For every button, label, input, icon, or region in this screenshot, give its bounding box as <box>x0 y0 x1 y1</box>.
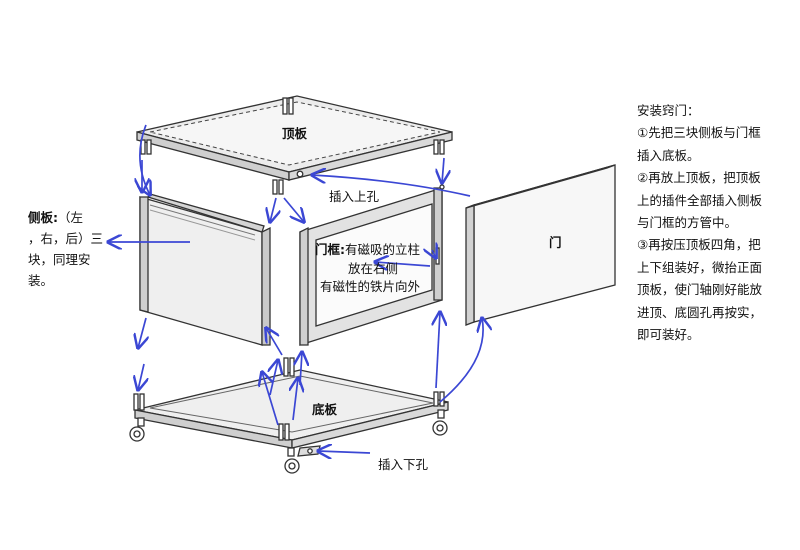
tips-line: 上的插件全部插入侧板 <box>637 192 763 208</box>
bottom-panel-label: 底板 <box>312 402 338 417</box>
tips-line: 顶板，使门轴刚好能放 <box>637 282 763 298</box>
assembly-arrows <box>108 124 483 453</box>
magnet-post-icon <box>435 247 440 265</box>
bottom-hole-icon <box>307 448 313 454</box>
side-note-line: 侧板:（左 <box>28 210 84 225</box>
bottom-panel <box>133 357 449 457</box>
insert-top-hole-label: 插入上孔 <box>329 189 380 204</box>
tips-line: ①先把三块侧板与门框 <box>637 125 761 141</box>
frame-note-line1: 门框:有磁吸的立柱 <box>315 240 420 259</box>
frame-note-line2: 放在右侧 <box>348 261 399 276</box>
side-panel-note: 侧板:（左 ，右，后）三 块，同理安 装。 <box>28 207 103 291</box>
tips-line: 插入底板。 <box>637 147 700 163</box>
side-note-line: 装。 <box>28 273 54 288</box>
top-panel-label: 顶板 <box>282 126 308 141</box>
caster-wheels <box>129 409 448 474</box>
side-note-line: 块，同理安 <box>28 252 91 267</box>
tips-line: 上下组装好，微抬正面 <box>637 259 763 275</box>
side-note-line: ，右，后）三 <box>28 231 104 246</box>
top-panel <box>136 95 453 195</box>
tips-line: ②再放上顶板，把顶板 <box>637 170 761 186</box>
frame-note-line3: 有磁性的铁片向外 <box>320 279 421 294</box>
door-panel <box>465 164 616 326</box>
side-panel <box>139 193 271 346</box>
frame-note-title: 门框: <box>315 242 345 257</box>
tips-line: 与门框的方管中。 <box>637 215 738 231</box>
insert-bottom-hole-label: 插入下孔 <box>378 457 429 472</box>
tips-line: ③再按压顶板四角，把 <box>637 237 761 253</box>
frame-note-line1-text: 有磁吸的立柱 <box>345 242 421 257</box>
top-hole-icon <box>296 170 304 178</box>
installation-tips: 安装窍门： ①先把三块侧板与门框 插入底板。 ②再放上顶板，把顶板 上的插件全部… <box>637 100 797 346</box>
side-note-title: 侧板: <box>28 210 58 225</box>
tips-title: 安装窍门： <box>637 103 700 118</box>
door-label: 门 <box>549 235 562 250</box>
tips-line: 进顶、底圆孔再按实， <box>637 304 763 320</box>
tips-line: 即可装好。 <box>637 327 700 343</box>
